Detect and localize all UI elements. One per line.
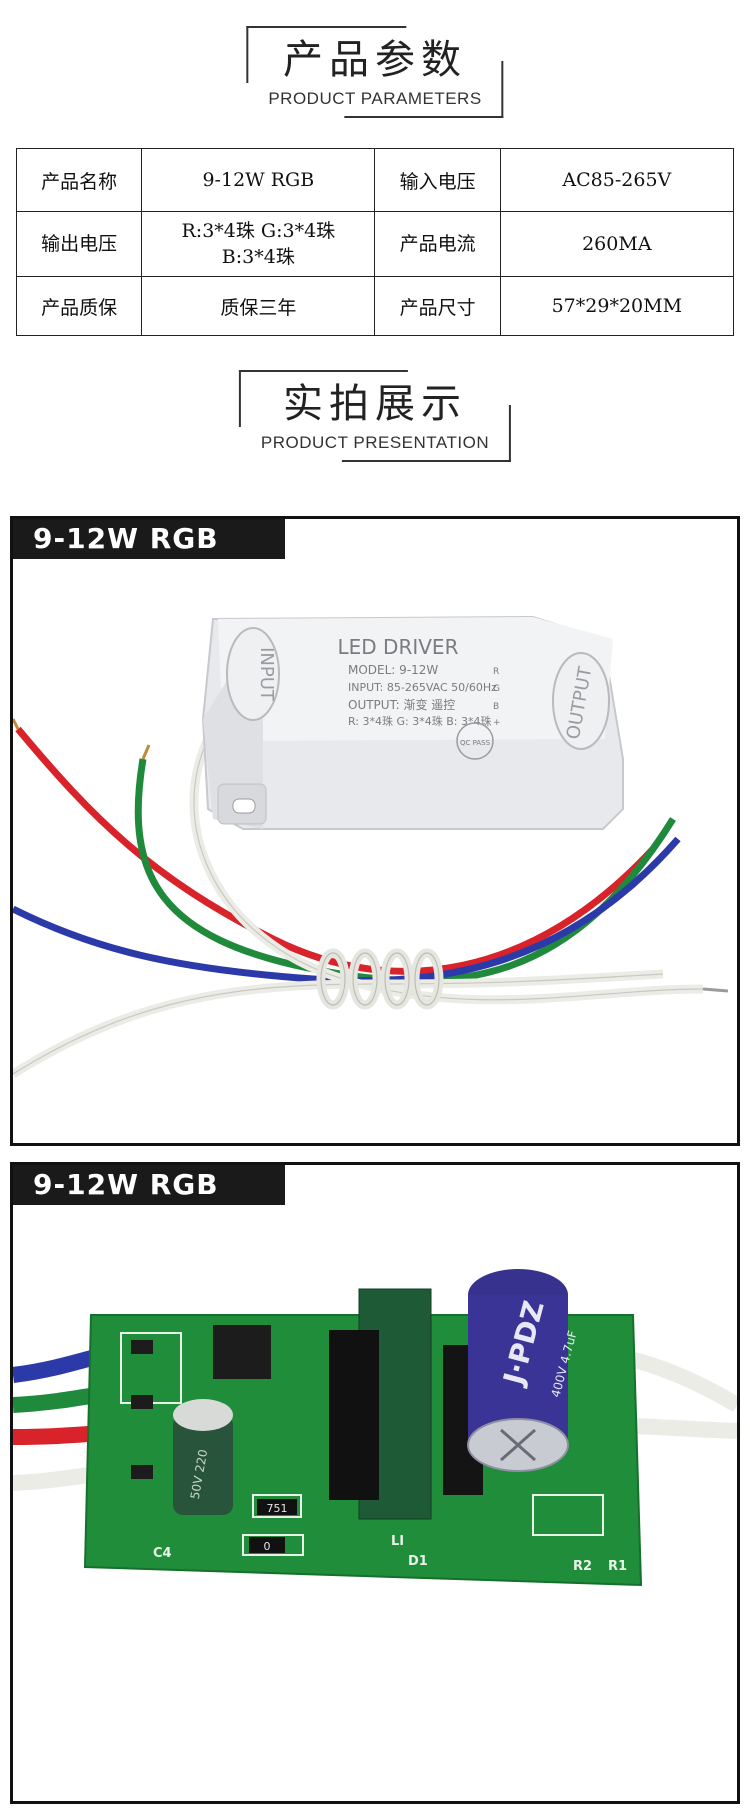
photo-label: 9-12W RGB <box>13 519 285 559</box>
param-value: 57*29*20MM <box>499 276 735 336</box>
case-output: OUTPUT: 渐变 遥控 <box>348 697 455 712</box>
param-value: AC85-265V <box>499 148 735 212</box>
product-photo-enclosure: INPUT OUTPUT LED DRIVER MODEL: 9-12W INP… <box>10 516 740 1146</box>
qc-stamp-text: QC PASS <box>460 739 491 747</box>
driver-enclosure <box>201 615 624 830</box>
ic-chip <box>213 1325 271 1379</box>
table-row: 产品质保 质保三年 产品尺寸 57*29*20MM <box>15 276 735 336</box>
param-value-line: B:3*4珠 <box>221 246 295 268</box>
params-title-cn: 产品参数 <box>283 37 467 83</box>
input-tag: INPUT <box>256 647 277 702</box>
pin-label: B <box>493 702 499 712</box>
param-key: 输入电压 <box>374 148 501 212</box>
param-value-line: R:3*4珠 G:3*4珠 <box>181 220 336 242</box>
param-key: 产品尺寸 <box>374 276 501 336</box>
params-table: 产品名称 9-12W RGB 输入电压 AC85-265V 输出电压 R:3*4… <box>15 148 735 336</box>
pin-label: + <box>493 718 501 728</box>
case-brand: LED DRIVER <box>338 635 459 659</box>
param-key: 输出电压 <box>15 211 143 277</box>
header-frame: 产品参数 PRODUCT PARAMETERS <box>246 26 505 118</box>
param-key: 产品名称 <box>15 148 143 212</box>
red-wire <box>15 726 656 975</box>
param-key: 产品电流 <box>374 211 501 277</box>
product-photo-pcb: J·PDZ 400V 4.7uF 50V 220 751 0 D1 R2 R1 … <box>10 1162 740 1804</box>
table-row: 产品名称 9-12W RGB 输入电压 AC85-265V <box>15 148 735 212</box>
header-frame: 实拍展示 PRODUCT PRESENTATION <box>238 370 512 462</box>
presentation-title-cn: 实拍展示 <box>283 381 467 427</box>
pcb-mark: LI <box>391 1534 404 1549</box>
case-input: INPUT: 85-265VAC 50/60Hz <box>348 681 497 694</box>
case-beads: R: 3*4珠 G: 3*4珠 B: 3*4珠 <box>348 714 491 728</box>
param-value: 9-12W RGB <box>141 148 376 212</box>
pin-label: R <box>493 667 499 677</box>
photo-label: 9-12W RGB <box>13 1165 285 1205</box>
pcb-mark: R2 <box>573 1559 592 1574</box>
params-title-en: PRODUCT PARAMETERS <box>268 89 482 108</box>
enclosure-illustration: INPUT OUTPUT LED DRIVER MODEL: 9-12W INP… <box>13 615 729 1078</box>
qc-stamp <box>456 722 494 760</box>
pcb-illustration: J·PDZ 400V 4.7uF 50V 220 751 0 D1 R2 R1 … <box>13 1269 737 1587</box>
pcb-mark: C4 <box>153 1546 172 1561</box>
pin-label: G <box>493 684 500 694</box>
presentation-title-en: PRODUCT PRESENTATION <box>260 433 490 452</box>
table-row: 输出电压 R:3*4珠 G:3*4珠 B:3*4珠 产品电流 260MA <box>15 211 735 277</box>
param-value: 260MA <box>499 211 735 277</box>
resistor-code: 751 <box>267 1502 288 1515</box>
pcb-mark: R1 <box>608 1559 627 1574</box>
case-pins: R G B + <box>493 667 501 728</box>
resistor-code: 0 <box>264 1540 271 1553</box>
param-key: 产品质保 <box>15 276 143 336</box>
params-section-header: 产品参数 PRODUCT PARAMETERS <box>246 26 505 118</box>
capacitor-large <box>467 1269 569 1472</box>
capacitor-small <box>173 1399 233 1515</box>
presentation-section-header: 实拍展示 PRODUCT PRESENTATION <box>238 370 512 462</box>
param-value: R:3*4珠 G:3*4珠 B:3*4珠 <box>141 211 376 277</box>
case-model: MODEL: 9-12W <box>348 663 438 677</box>
pcb-mark: D1 <box>408 1554 428 1569</box>
param-value: 质保三年 <box>141 276 376 336</box>
